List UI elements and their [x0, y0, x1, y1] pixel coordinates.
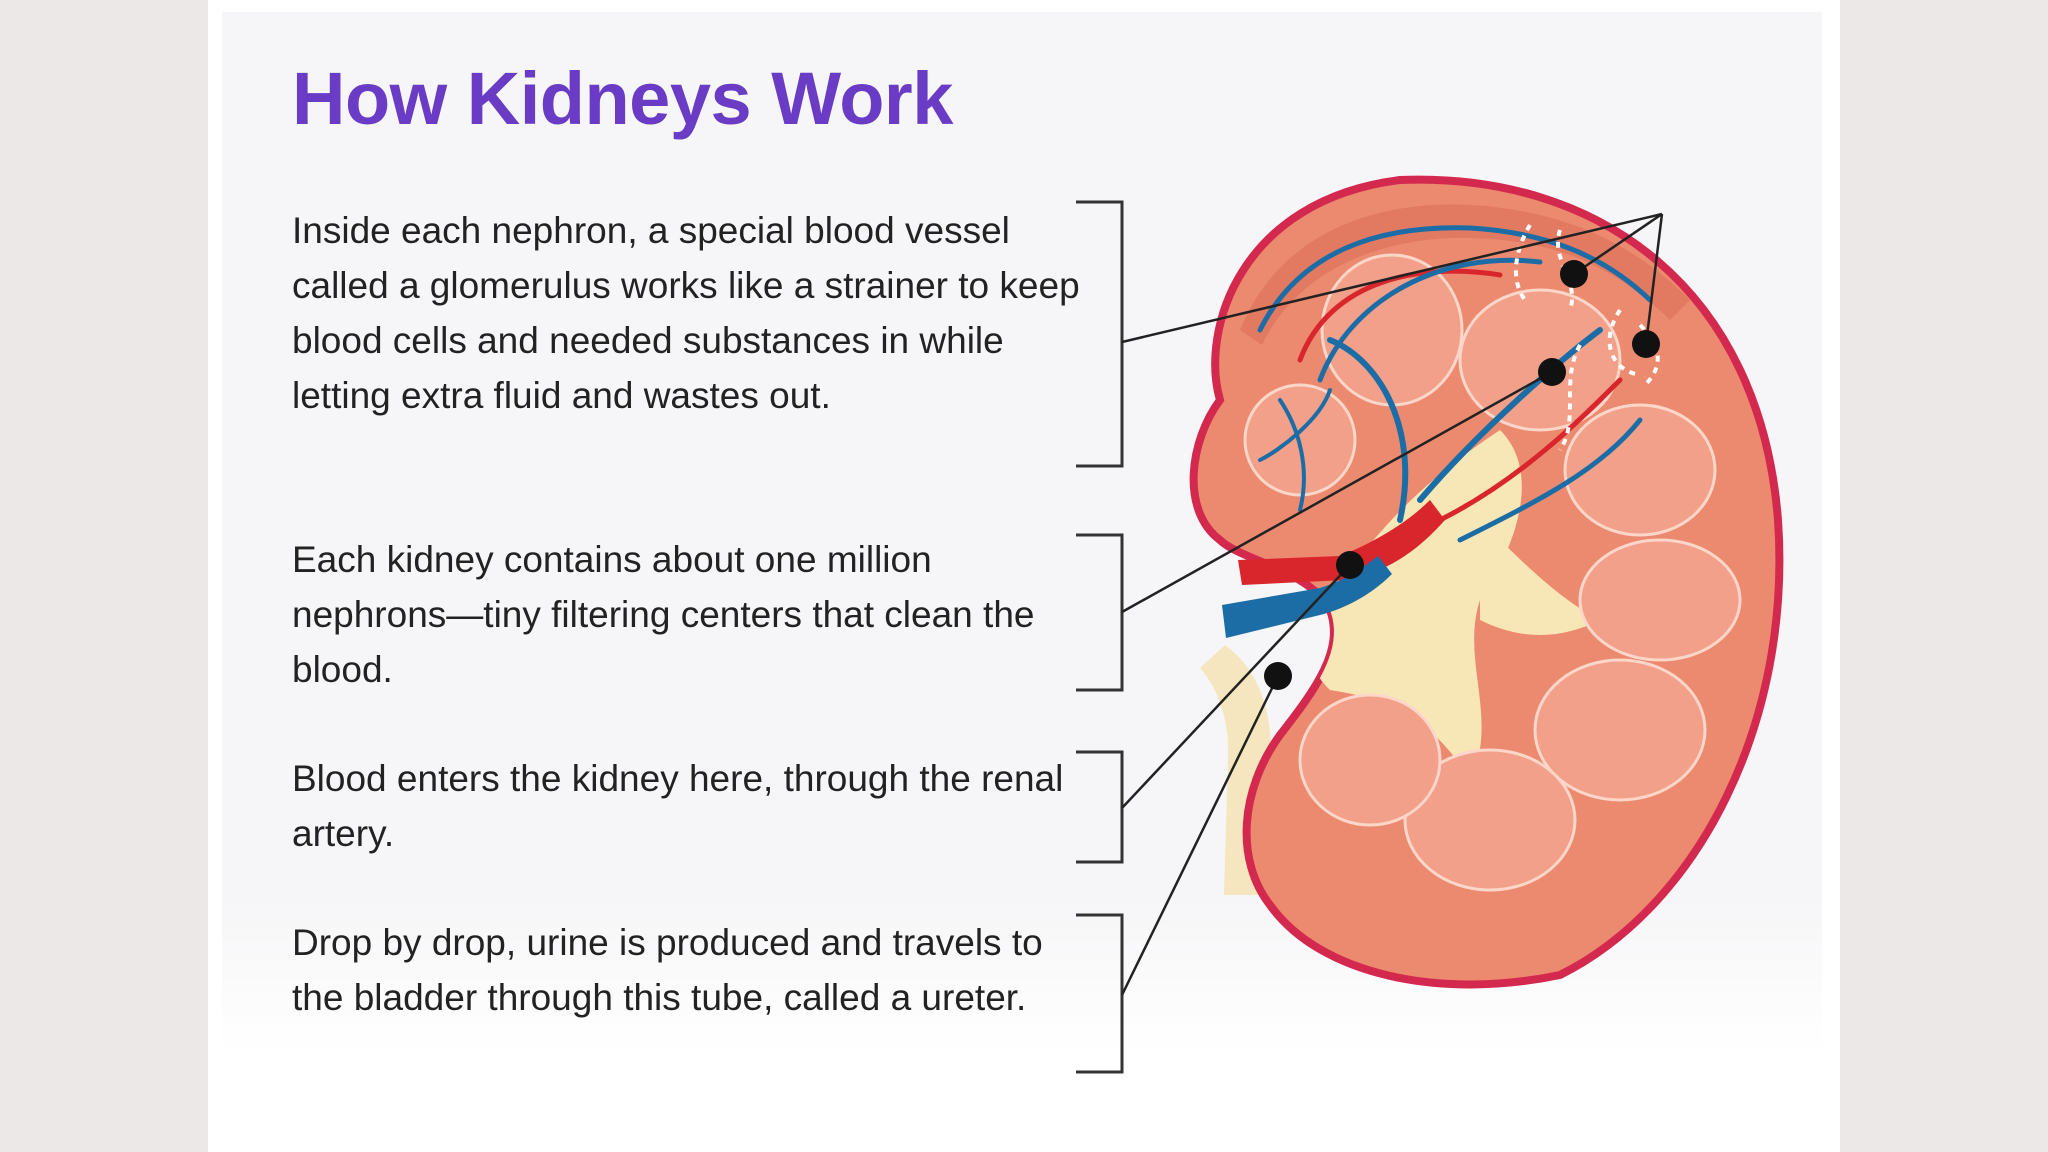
kidney-shape	[1189, 175, 1784, 989]
leader-glomerulus-b	[1573, 212, 1663, 276]
leader-nephrons	[1121, 370, 1553, 614]
marker-nephron	[1538, 358, 1566, 386]
renal-artery	[1238, 500, 1445, 585]
caption-ureter: Drop by drop, urine is produced and trav…	[292, 922, 1043, 1018]
page-title: How Kidneys Work	[292, 57, 953, 140]
blood-vessels	[1257, 225, 1653, 543]
callout-markers	[1264, 260, 1660, 690]
caption-glomerulus: Inside each nephron, a special blood ves…	[292, 210, 1080, 416]
bracket-3	[1076, 750, 1124, 864]
leader-glomerulus-c	[1644, 213, 1664, 345]
bracket-4	[1076, 913, 1124, 1074]
leader-glomerulus-a	[1121, 212, 1663, 344]
leader-ureter	[1120, 675, 1280, 996]
renal-pyramids	[1243, 253, 1742, 892]
marker-ureter	[1264, 662, 1292, 690]
caption-nephrons: Each kidney contains about one million n…	[292, 539, 1035, 690]
leader-renal-artery	[1121, 564, 1351, 809]
caption-brackets	[1076, 200, 1124, 1074]
bracket-1	[1076, 200, 1124, 468]
leader-lines	[1120, 212, 1664, 996]
marker-glomerulus-1	[1560, 260, 1588, 288]
marker-glomerulus-2	[1632, 330, 1660, 358]
caption-renal-artery: Blood enters the kidney here, through th…	[292, 758, 1064, 854]
marker-renal-artery	[1336, 551, 1364, 579]
bracket-2	[1076, 533, 1124, 692]
